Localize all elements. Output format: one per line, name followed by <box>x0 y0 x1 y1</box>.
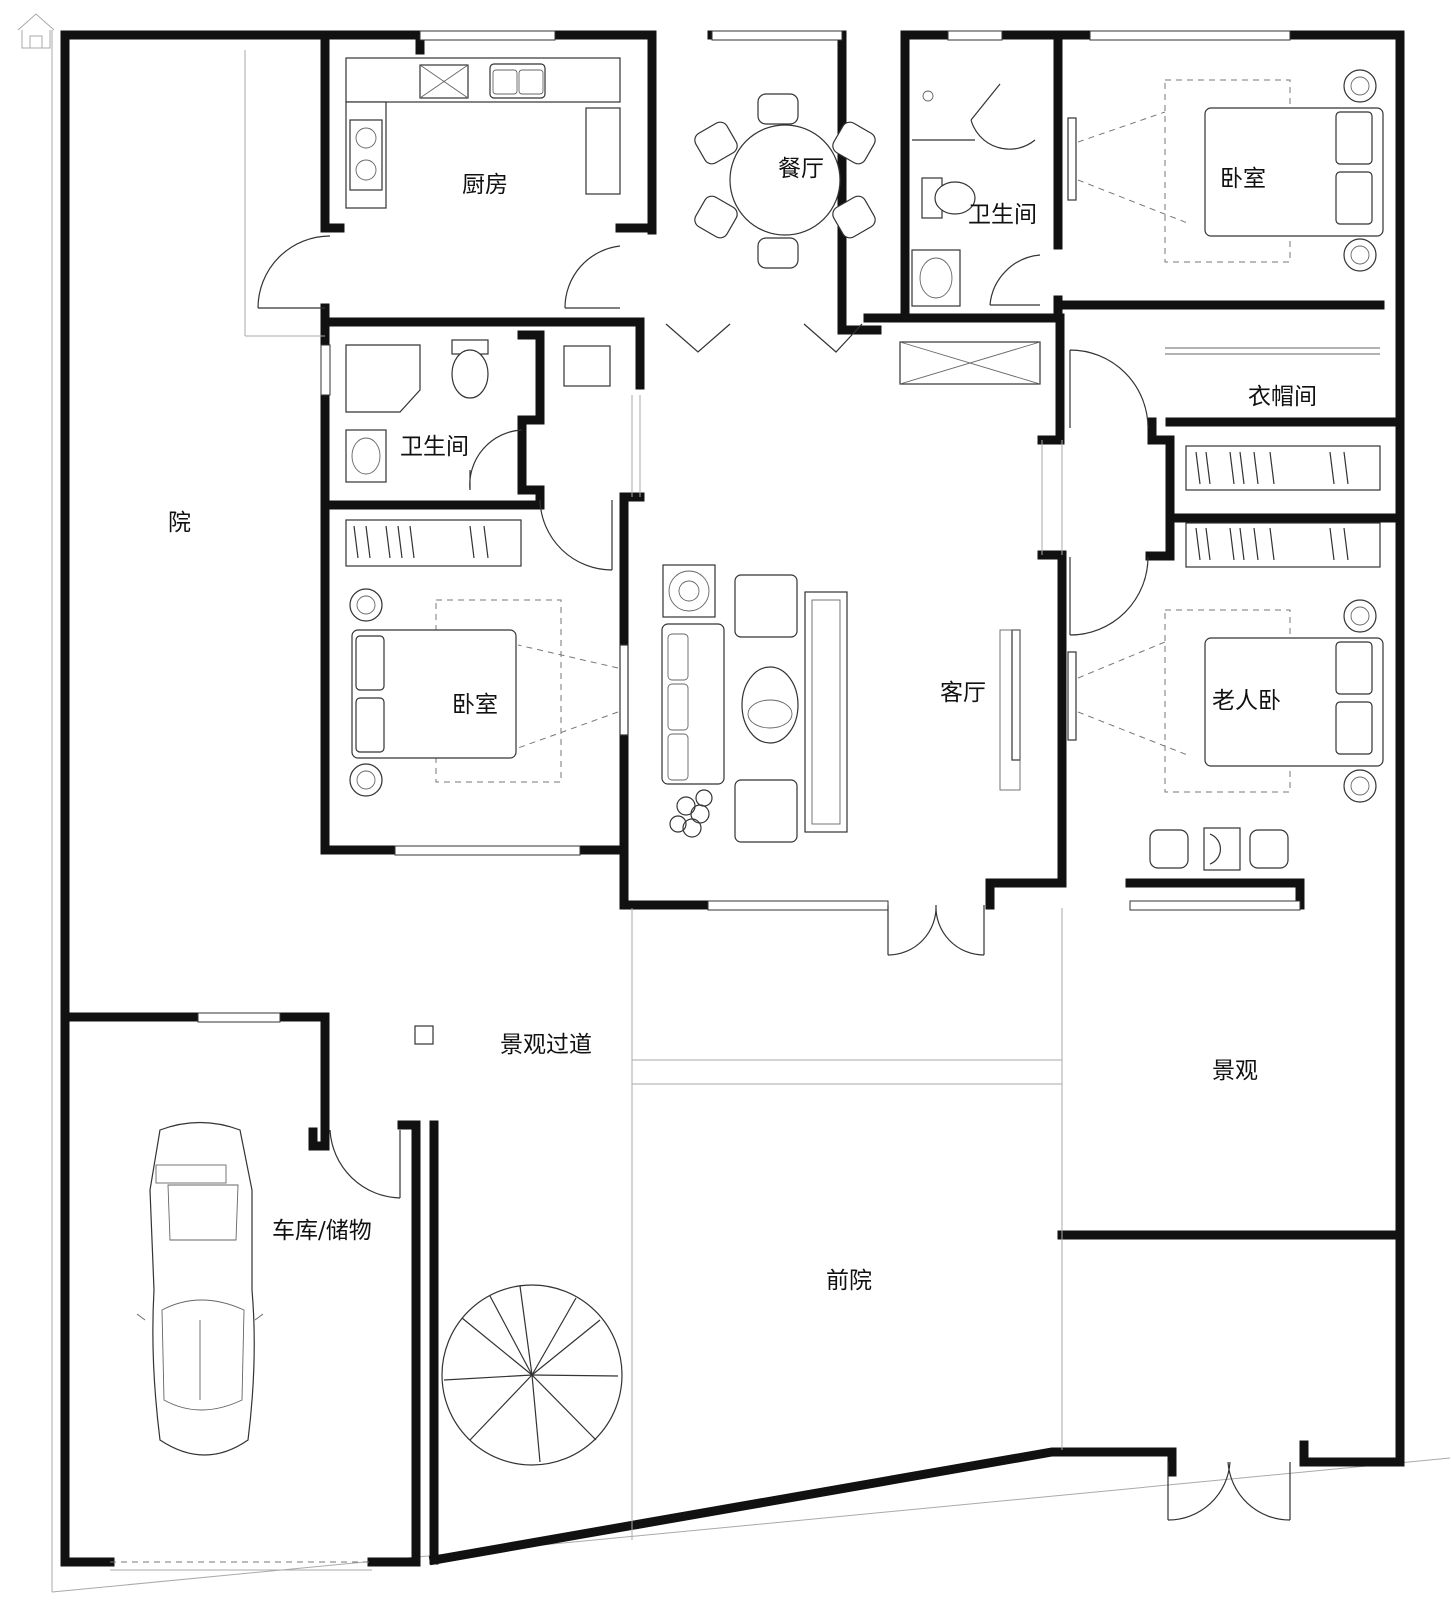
elder-bedroom-furniture <box>1067 599 1384 871</box>
west-bedroom-label: 卧室 <box>452 692 498 718</box>
wardrobe-label: 衣帽间 <box>1248 384 1317 410</box>
living-room-furniture <box>661 564 1021 843</box>
west-bath-fixtures <box>345 339 611 483</box>
logo-mark <box>17 13 55 49</box>
garage-label: 车库/储物 <box>272 1218 372 1244</box>
dining-label: 餐厅 <box>778 156 824 182</box>
living-room-label: 客厅 <box>940 680 986 706</box>
upper-bath-label: 卫生间 <box>968 202 1037 228</box>
car-icon <box>136 1121 264 1456</box>
storage-cabinet <box>899 341 1041 385</box>
upper-bath-fixtures <box>911 90 976 307</box>
mid-bath-label: 卫生间 <box>400 434 469 460</box>
tree-icon <box>441 1284 623 1466</box>
elder-bedroom-label: 老人卧 <box>1212 688 1281 714</box>
kitchen-label: 厨房 <box>462 172 508 198</box>
ne-bedroom-furniture <box>1067 69 1384 272</box>
kitchen-fixtures <box>345 57 621 209</box>
dining-table <box>694 93 876 269</box>
doors <box>257 83 1291 1521</box>
wardrobe-fixtures <box>1165 347 1381 568</box>
west-bedroom-furniture <box>345 519 629 797</box>
ne-bedroom-label: 卧室 <box>1220 166 1266 192</box>
front-yard-label: 前院 <box>826 1268 872 1294</box>
passage-label: 景观过道 <box>500 1032 592 1058</box>
passage-details <box>244 50 1063 1540</box>
landscape-label: 景观 <box>1212 1058 1258 1084</box>
exterior-walls <box>60 30 1405 1567</box>
side-yard-label: 院 <box>168 510 191 536</box>
windows <box>110 30 1301 1571</box>
